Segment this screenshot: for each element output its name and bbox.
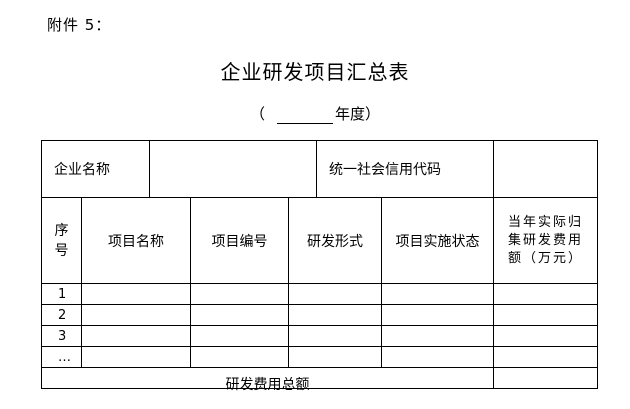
- header-status: 项目实施状态: [381, 197, 495, 284]
- row-seq: 2: [41, 304, 82, 326]
- row-rd-form[interactable]: [287, 304, 383, 326]
- header-project-code: 项目编号: [190, 197, 289, 284]
- row-project-code[interactable]: [190, 283, 289, 305]
- row-amount[interactable]: [493, 304, 599, 326]
- row-amount[interactable]: [493, 283, 599, 305]
- row-seq: 3: [41, 325, 82, 347]
- header-project-name: 项目名称: [81, 197, 191, 284]
- row-rd-form[interactable]: [287, 283, 383, 305]
- header-amount: 当年实际归集研发费用额（万元）: [493, 197, 599, 284]
- table-row: 2: [41, 304, 599, 326]
- table-row: …: [41, 346, 599, 368]
- row-rd-form[interactable]: [287, 325, 383, 347]
- header-rd-form: 研发形式: [287, 197, 383, 284]
- row-project-name[interactable]: [81, 325, 191, 347]
- row-project-code[interactable]: [190, 304, 289, 326]
- row-seq: 1: [41, 283, 82, 305]
- row-status[interactable]: [381, 304, 495, 326]
- credit-code-label: 统一社会信用代码: [316, 140, 495, 198]
- row-amount[interactable]: [493, 325, 599, 347]
- attachment-label: 附件 5：: [47, 16, 112, 34]
- rd-project-summary-table: 企业名称 统一社会信用代码 序号 项目名称 项目编号 研发形式 项目实施状态 当…: [40, 140, 599, 393]
- company-info-row: 企业名称 统一社会信用代码: [41, 140, 599, 198]
- row-project-name[interactable]: [81, 283, 191, 305]
- row-amount[interactable]: [493, 346, 599, 368]
- header-amount-text: 当年实际归集研发费用额（万元）: [508, 214, 584, 266]
- row-project-name[interactable]: [81, 304, 191, 326]
- row-project-name[interactable]: [81, 346, 191, 368]
- table-row: 3: [41, 325, 599, 347]
- row-status[interactable]: [381, 283, 495, 305]
- table-header-row: 序号 项目名称 项目编号 研发形式 项目实施状态 当年实际归集研发费用额（万元）: [41, 197, 599, 284]
- header-seq-text: 序号: [54, 222, 69, 259]
- total-label-cell: 研发费用总额: [40, 367, 495, 393]
- company-name-value-cell[interactable]: [148, 140, 318, 198]
- row-seq: …: [41, 346, 82, 368]
- row-status[interactable]: [381, 325, 495, 347]
- year-line: （ 年度）: [0, 103, 630, 124]
- total-label: 研发费用总额: [225, 377, 310, 393]
- total-row: 研发费用总额: [40, 367, 599, 393]
- row-rd-form[interactable]: [287, 346, 383, 368]
- row-project-code[interactable]: [190, 325, 289, 347]
- credit-code-value-cell[interactable]: [493, 140, 599, 198]
- row-project-code[interactable]: [190, 346, 289, 368]
- header-seq: 序号: [41, 197, 82, 284]
- year-blank-field: [277, 108, 333, 124]
- company-name-label: 企业名称: [41, 140, 150, 198]
- year-open-paren: （: [249, 105, 265, 123]
- total-amount-cell[interactable]: [493, 367, 599, 389]
- table-row: 1: [41, 283, 599, 305]
- row-status[interactable]: [381, 346, 495, 368]
- year-suffix: 年度）: [335, 105, 381, 123]
- page-title: 企业研发项目汇总表: [220, 60, 410, 84]
